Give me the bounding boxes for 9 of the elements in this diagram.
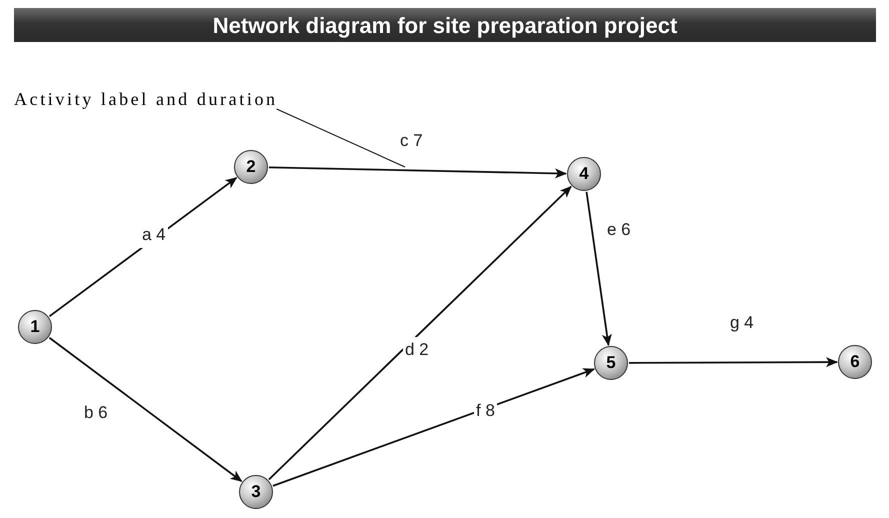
title-bar: Network diagram for site preparation project: [14, 8, 876, 42]
arrow: [268, 186, 572, 480]
arrow: [586, 192, 612, 346]
arrow: [629, 357, 838, 368]
arrow: [48, 337, 242, 482]
leader-line: [276, 108, 406, 168]
annotation-text: Activity label and duration: [14, 88, 278, 110]
arrow: [268, 166, 567, 178]
arrow: [272, 368, 596, 487]
